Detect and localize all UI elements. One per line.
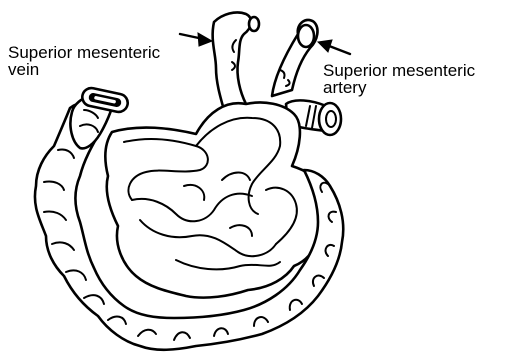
superior-mesenteric-artery [272,20,317,96]
artery-pointer-arrow [318,40,350,54]
artery-label-line2: artery [323,79,475,96]
vein-label-line2: vein [8,61,160,78]
artery-label-line1: Superior mesenteric [323,62,475,79]
small-bowel-loops [105,102,328,297]
vein-pointer-arrow [180,33,212,46]
superior-mesenteric-vein-label: Superior mesenteric vein [8,44,160,78]
superior-mesenteric-artery-label: Superior mesenteric artery [323,62,475,96]
vein-label-line1: Superior mesenteric [8,44,160,61]
superior-mesenteric-vein [213,12,259,110]
